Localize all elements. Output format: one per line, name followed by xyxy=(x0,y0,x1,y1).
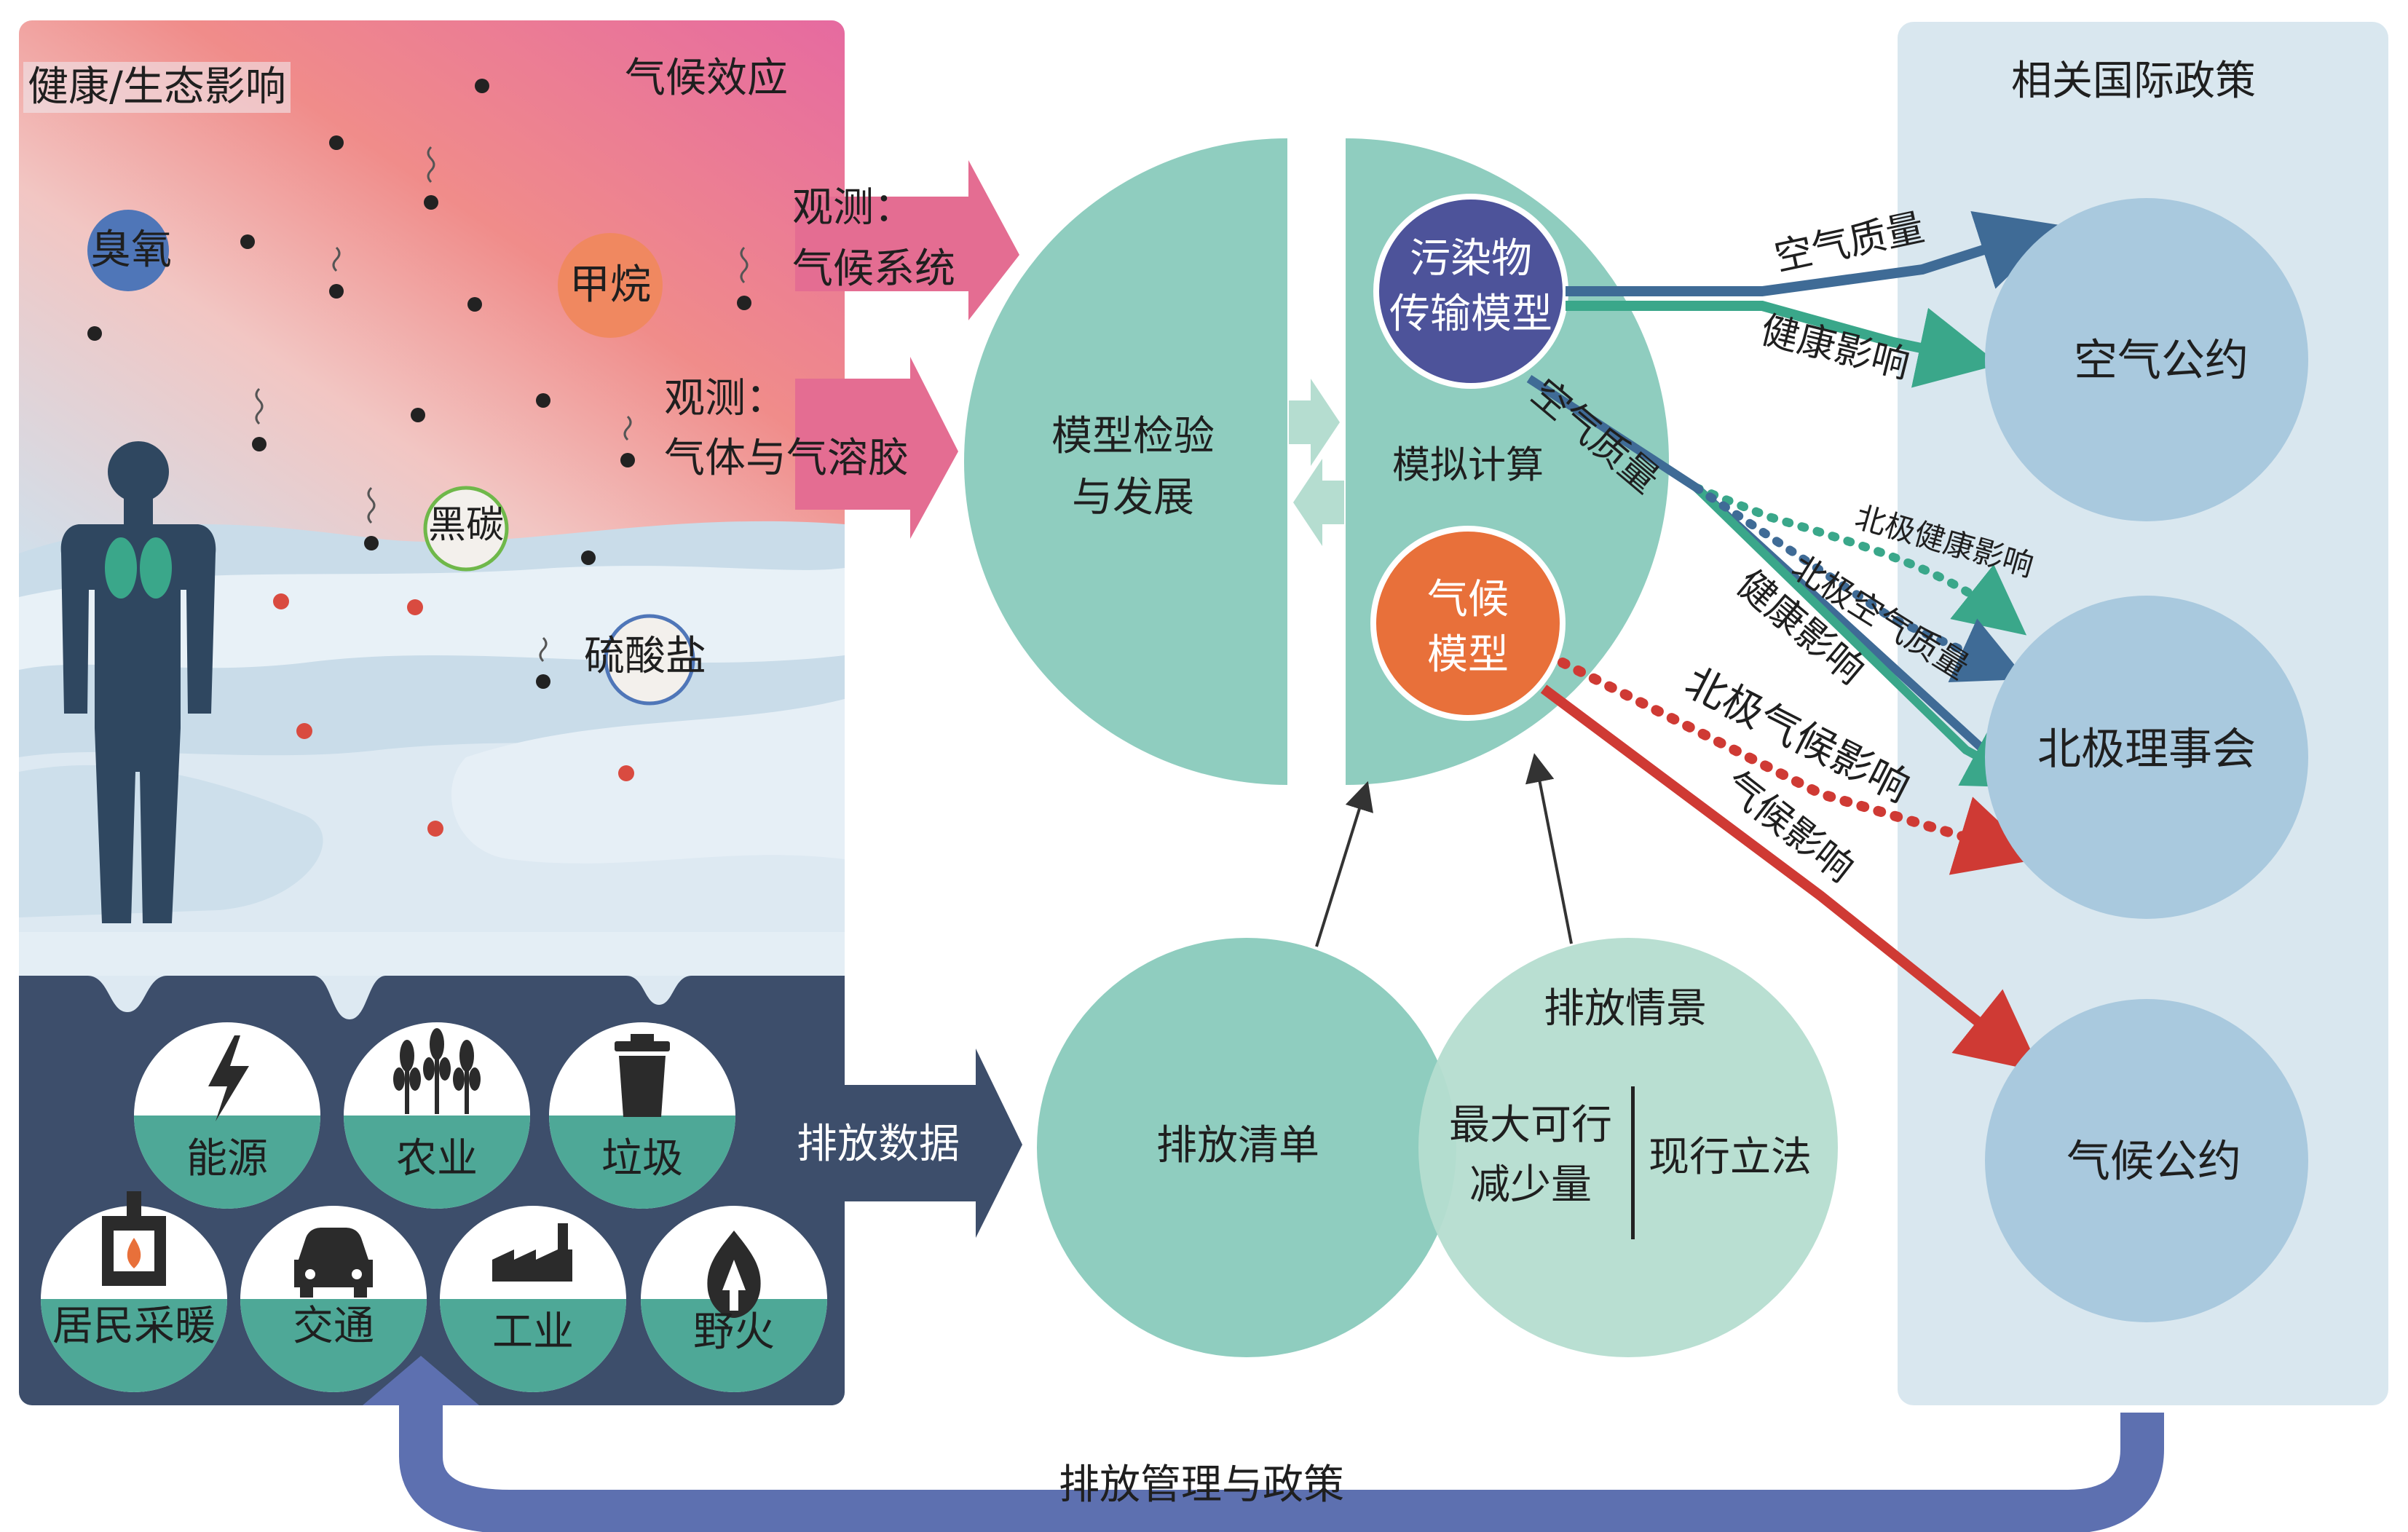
methane-label: 甲烷 xyxy=(569,261,651,309)
climate-convention-label: 气候公约 xyxy=(2066,1136,2241,1188)
observe-gas-line1: 观测： xyxy=(664,375,786,422)
emission-scenario-label: 排放情景 xyxy=(1544,985,1707,1032)
management-loop-arrow xyxy=(399,1398,2164,1532)
observe-gas-arrow xyxy=(795,357,958,539)
emission-inventory-label: 排放清单 xyxy=(1156,1122,1319,1169)
sulfate-circle xyxy=(604,614,695,706)
source-heating-label: 居民采暖 xyxy=(52,1303,216,1350)
air-convention-label: 空气公约 xyxy=(2074,335,2249,387)
transport-model-line1: 污染物 xyxy=(1410,235,1532,283)
factory-icon xyxy=(492,1223,572,1282)
arctic-council-circle xyxy=(1985,596,2308,919)
source-agriculture-label: 农业 xyxy=(396,1135,478,1182)
source-energy-label: 能源 xyxy=(186,1135,268,1182)
arctic-climate-arrow xyxy=(1558,658,2040,875)
black-carbon-label: 黑碳 xyxy=(427,503,505,548)
lightning-icon xyxy=(208,1035,249,1121)
arctic-council-label: 北极理事会 xyxy=(2037,724,2256,775)
scenario-to-model-arrow xyxy=(1525,753,1573,944)
observe-climate-line1: 观测： xyxy=(792,184,915,232)
sulfate-label: 硫酸盐 xyxy=(584,633,706,680)
stove-icon xyxy=(102,1191,166,1286)
forward-arrow xyxy=(1289,379,1340,466)
climate-model-line2: 模型 xyxy=(1427,631,1509,679)
backward-arrow xyxy=(1293,459,1344,546)
scenario-divider xyxy=(1631,1086,1635,1239)
current-legislation-label: 现行立法 xyxy=(1649,1134,1812,1181)
management-policy-label: 排放管理与政策 xyxy=(1059,1461,1344,1509)
air-quality-arrow xyxy=(1566,210,2061,296)
wildfire-icon xyxy=(707,1231,761,1318)
ozone-label: 臭氧 xyxy=(90,226,172,274)
climate-model-circle xyxy=(1370,526,1566,721)
source-transport-label: 交通 xyxy=(293,1303,374,1350)
source-waste-label: 垃圾 xyxy=(601,1135,683,1182)
emission-data-arrow xyxy=(765,1049,1022,1238)
source-industry-label: 工业 xyxy=(492,1308,574,1356)
model-validation-line1: 模型检验 xyxy=(1051,413,1215,460)
max-reduction-line2: 减少量 xyxy=(1469,1161,1592,1209)
inventory-to-model-arrow xyxy=(1315,781,1373,947)
health-eco-label: 健康/生态影响 xyxy=(23,62,291,113)
observe-gas-line2: 气体与气溶胶 xyxy=(664,435,909,482)
model-validation-line2: 与发展 xyxy=(1072,474,1194,521)
simulation-label: 模拟计算 xyxy=(1391,443,1544,488)
emission-data-label: 排放数据 xyxy=(797,1121,960,1168)
arctic-health-arrow xyxy=(1692,483,2027,636)
observe-climate-arrow xyxy=(795,160,1019,320)
management-loop-arrowhead xyxy=(363,1356,479,1405)
air-convention-circle xyxy=(1985,198,2308,521)
methane-circle xyxy=(558,233,663,338)
trash-can-icon xyxy=(615,1034,670,1117)
max-reduction-line1: 最大可行 xyxy=(1449,1102,1612,1149)
source-wildfire-label: 野火 xyxy=(693,1308,775,1356)
emission-inventory-circle xyxy=(1037,938,1456,1357)
policy-title: 相关国际政策 xyxy=(2011,58,2256,105)
health-impact-arrow xyxy=(1566,301,2000,388)
observe-climate-line2: 气候系统 xyxy=(792,245,955,293)
transport-model-line2: 传输模型 xyxy=(1389,291,1552,338)
climate-model-line1: 气候 xyxy=(1427,576,1509,623)
emission-scenario-circle xyxy=(1418,938,1838,1357)
model-validation-half xyxy=(963,138,1287,785)
wheat-icon xyxy=(393,1028,481,1114)
car-icon xyxy=(294,1228,373,1298)
black-carbon-circle xyxy=(423,486,509,572)
arctic-air-quality-arrow xyxy=(1692,483,2026,682)
climate-convention-circle xyxy=(1985,999,2308,1322)
ozone-circle xyxy=(87,210,169,291)
climate-impact-arrow xyxy=(1540,684,2041,1073)
climate-effect-label: 气候效应 xyxy=(625,55,788,102)
human-figure xyxy=(60,441,216,923)
